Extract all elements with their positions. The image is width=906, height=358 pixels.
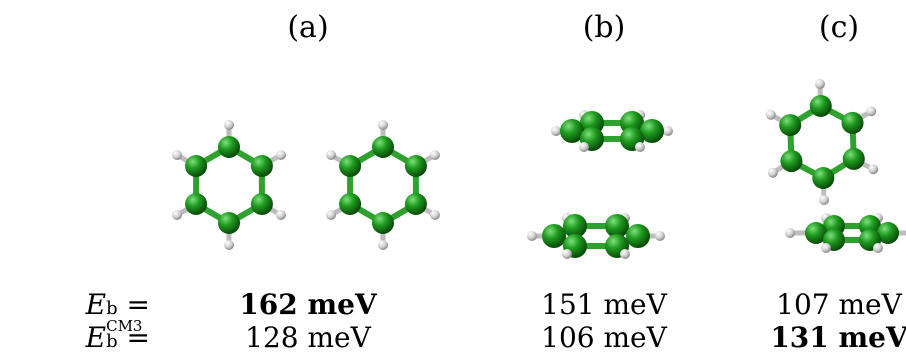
hydrogen-atom (562, 249, 572, 259)
hydrogen-atom (275, 210, 286, 220)
carbon-atom (404, 155, 427, 177)
hydrogen-atom (326, 150, 337, 160)
carbon-atom (809, 95, 832, 118)
eb-cm3-value-b: 106 meV (541, 321, 667, 354)
hydrogen-atom (172, 150, 183, 160)
hydrogen-atom (663, 126, 673, 136)
carbon-atom (185, 193, 208, 215)
hydrogen-atom (785, 228, 795, 238)
hydrogen-atom (429, 150, 440, 160)
hydrogen-atom (172, 210, 183, 220)
hydrogen-atom (868, 164, 879, 175)
panel-label-a: (a) (287, 10, 329, 45)
carbon-atom (842, 147, 865, 170)
hydrogen-atom (635, 142, 645, 152)
carbon-atom (805, 222, 827, 244)
carbon-atom (563, 214, 587, 238)
hydrogen-atom (655, 231, 665, 241)
carbon-atom (812, 166, 835, 189)
hydrogen-atom (814, 79, 825, 90)
carbon-atom (605, 214, 629, 238)
carbon-atom (372, 136, 394, 158)
hydrogen-atom (765, 109, 776, 120)
carbon-atom (877, 222, 899, 244)
eb-value-c: 107 meV (776, 288, 902, 321)
carbon-atom (626, 224, 650, 248)
carbon-atom (185, 155, 208, 177)
carbon-atom (372, 212, 394, 234)
carbon-atom (560, 119, 584, 143)
carbon-atom (339, 155, 362, 177)
hydrogen-atom (224, 120, 234, 130)
hydrogen-atom (579, 142, 589, 152)
hydrogen-atom (378, 240, 388, 250)
hydrogen-atom (527, 231, 537, 241)
eb-cm3-value-c: 131 meV (770, 321, 906, 354)
carbon-atom (779, 114, 802, 137)
panel-label-c: (c) (818, 10, 860, 45)
eb-cm3-value-a: 128 meV (245, 321, 371, 354)
eb-value-a: 162 meV (239, 288, 377, 321)
hydrogen-atom (275, 150, 286, 160)
hydrogen-atom (326, 210, 337, 220)
eb-value-b: 151 meV (541, 288, 667, 321)
panel-label-b: (b) (582, 10, 626, 45)
hydrogen-atom (224, 240, 234, 250)
hydrogen-atom (819, 194, 830, 205)
hydrogen-atom (620, 249, 630, 259)
hydrogen-atom (429, 210, 440, 220)
carbon-atom (404, 193, 427, 215)
hydrogen-atom (873, 243, 883, 253)
carbon-atom (250, 193, 273, 215)
carbon-atom (218, 212, 240, 234)
hydrogen-atom (821, 243, 831, 253)
carbon-atom (780, 150, 803, 173)
carbon-atom (640, 119, 664, 143)
carbon-atom (542, 224, 566, 248)
hydrogen-atom (866, 106, 877, 117)
eb-label: Eb = (85, 288, 150, 321)
carbon-atom (250, 155, 273, 177)
hydrogen-atom (767, 167, 778, 178)
carbon-atom (841, 111, 864, 134)
hydrogen-atom (551, 126, 561, 136)
hydrogen-atom (378, 120, 388, 130)
carbon-atom (339, 193, 362, 215)
carbon-atom (218, 136, 240, 158)
